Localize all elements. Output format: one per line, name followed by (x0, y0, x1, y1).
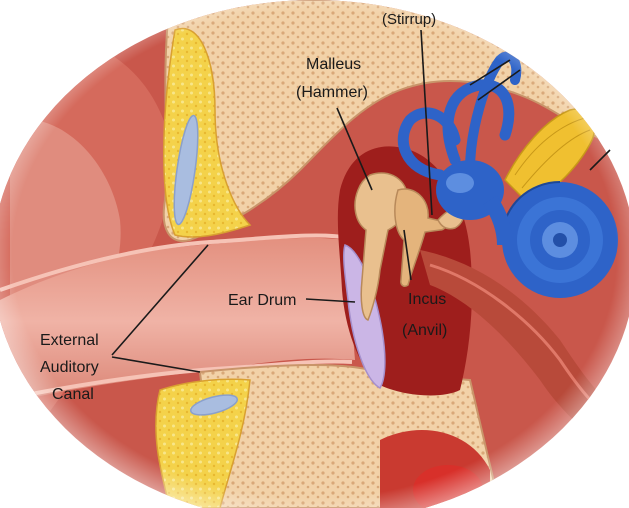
label-incus: Incus (408, 291, 446, 308)
label-incus-common: (Anvil) (402, 322, 447, 339)
label-canal-line2: Auditory (40, 359, 99, 376)
cochlea (502, 182, 618, 298)
label-ear-drum: Ear Drum (228, 292, 296, 309)
label-canal-line1: External (40, 332, 99, 349)
label-stirrup: (Stirrup) (382, 11, 436, 28)
label-malleus: Malleus (306, 56, 361, 73)
label-canal-line3: Canal (52, 386, 94, 403)
label-malleus-common: (Hammer) (296, 84, 368, 101)
